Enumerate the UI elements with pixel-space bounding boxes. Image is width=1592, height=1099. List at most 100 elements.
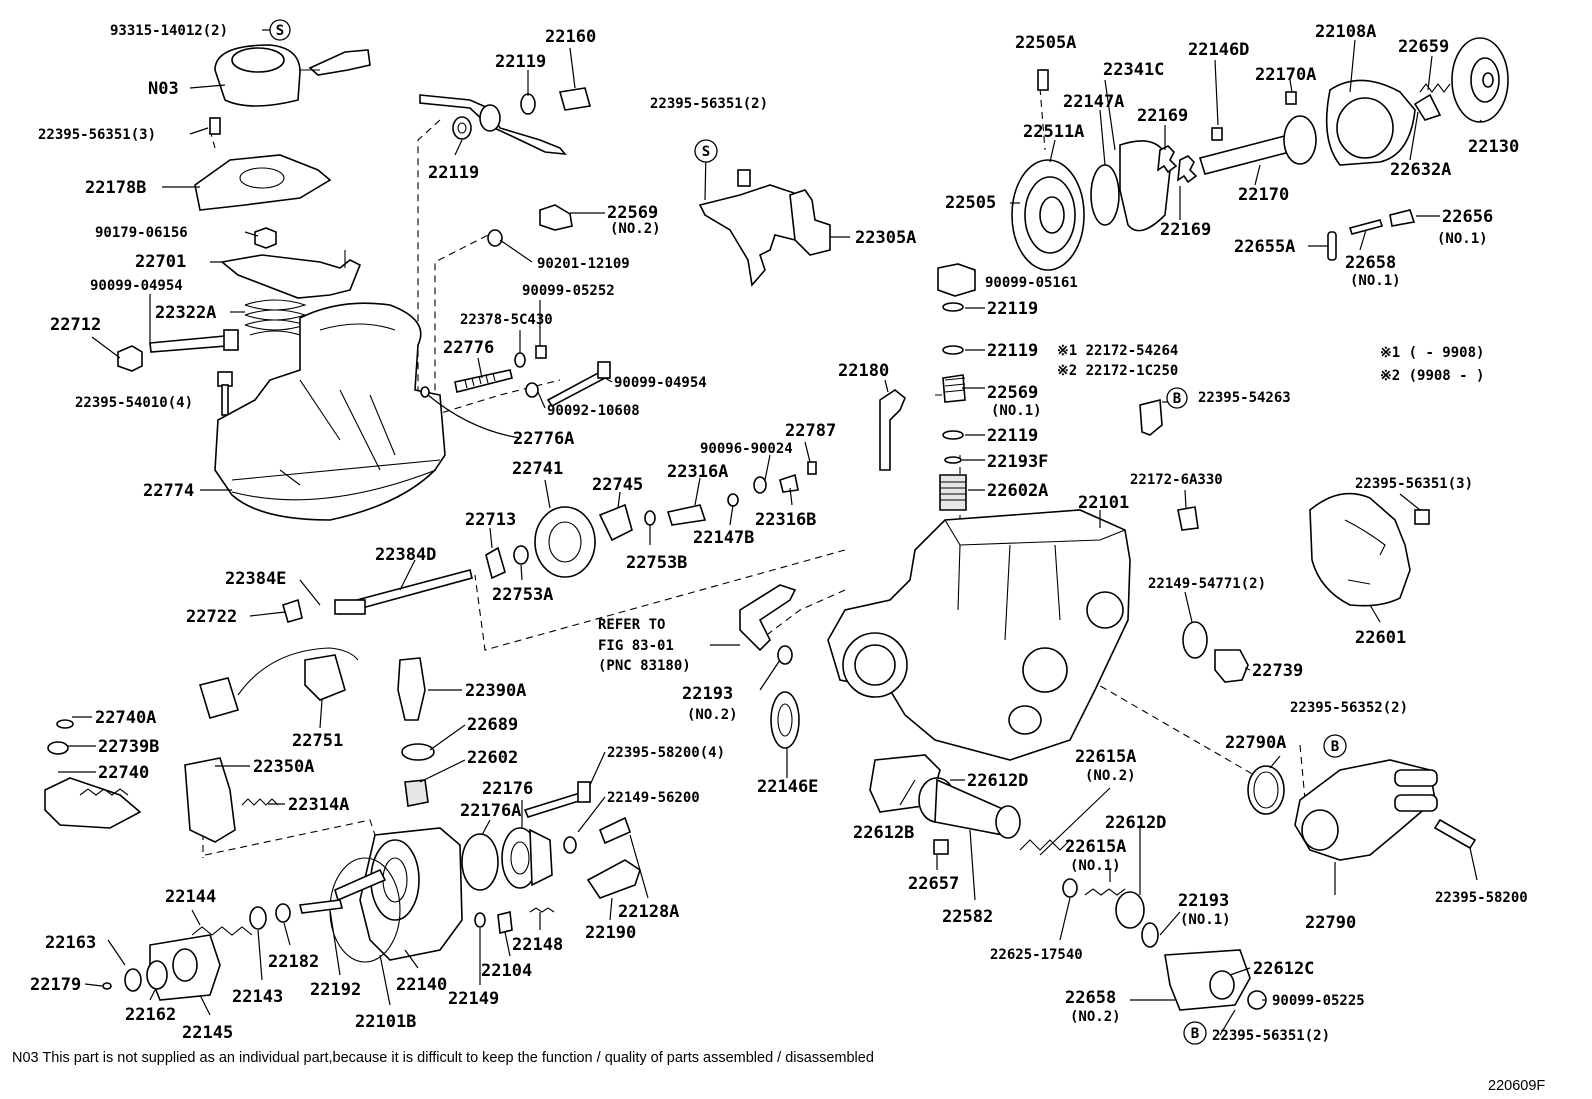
callout: 22101B — [355, 1012, 416, 1032]
callout: 22658 — [1345, 253, 1396, 273]
callout: 22146E — [757, 777, 818, 797]
svg-text:B: B — [1173, 391, 1181, 407]
callout: 22162 — [125, 1005, 176, 1025]
callout: 22776A — [513, 429, 574, 449]
callout: 22104 — [481, 961, 532, 981]
callout: 93315-14012(2) — [110, 23, 228, 39]
callout: 22689 — [467, 715, 518, 735]
callout: 22632A — [1390, 160, 1451, 180]
callout: 22505 — [945, 193, 996, 213]
callout: 22119 — [987, 341, 1038, 361]
callout: 22582 — [942, 907, 993, 927]
callout: 22341C — [1103, 60, 1164, 80]
callout: 22659 — [1398, 37, 1449, 57]
callout: 22172-6A330 — [1130, 472, 1223, 488]
callout: ※1 22172-54264 — [1057, 343, 1178, 359]
callout: 22790A — [1225, 733, 1286, 753]
callout: 22193 — [1178, 891, 1229, 911]
callout: 22378-5C430 — [460, 312, 553, 328]
callout: 22101 — [1078, 493, 1129, 513]
callout: (NO.1) — [991, 403, 1042, 419]
callout: 90099-04954 — [614, 375, 707, 391]
callout: N03 — [148, 79, 179, 99]
callout: 22170A — [1255, 65, 1316, 85]
callout: 22149 — [448, 989, 499, 1009]
callout: 22322A — [155, 303, 216, 323]
callout: 22179 — [30, 975, 81, 995]
callout: 22753A — [492, 585, 553, 605]
callout: 22144 — [165, 887, 216, 907]
callout: 22790 — [1305, 913, 1356, 933]
callout: 22395-58200 — [1435, 890, 1528, 906]
callout: 22305A — [855, 228, 916, 248]
figure-id: 220609F — [1488, 1078, 1545, 1094]
leader-lines — [58, 29, 1483, 1036]
callout: REFER TO — [598, 617, 665, 633]
marker-b-1: B — [1166, 387, 1188, 409]
callout: 22712 — [50, 315, 101, 335]
callout: ※2 (9908 - ) — [1380, 368, 1484, 384]
callout: ※2 22172-1C250 — [1057, 363, 1178, 379]
marker-b-3: B — [1183, 1021, 1207, 1045]
callout: 22395-56351(3) — [1355, 476, 1473, 492]
svg-text:B: B — [1191, 1026, 1199, 1042]
callout: 22178B — [85, 178, 146, 198]
callout: 22787 — [785, 421, 836, 441]
svg-text:S: S — [276, 23, 284, 39]
callout: 90092-10608 — [547, 403, 640, 419]
marker-s-1: S — [269, 19, 291, 41]
callout: 22316A — [667, 462, 728, 482]
callout: (NO.1) — [1350, 273, 1401, 289]
callout: 22180 — [838, 361, 889, 381]
callout: 22612D — [1105, 813, 1166, 833]
callout: 22612D — [967, 771, 1028, 791]
callout: 22774 — [143, 481, 194, 501]
callout: 22395-56351(2) — [1212, 1028, 1330, 1044]
callout: 22739 — [1252, 661, 1303, 681]
callout: 90099-05225 — [1272, 993, 1365, 1009]
callout: (NO.2) — [687, 707, 738, 723]
callout: 22657 — [908, 874, 959, 894]
callout: 22170 — [1238, 185, 1289, 205]
callout: (NO.2) — [610, 221, 661, 237]
callout: 22384E — [225, 569, 286, 589]
callout: 22130 — [1468, 137, 1519, 157]
callout: 22612B — [853, 823, 914, 843]
callout: 22569 — [987, 383, 1038, 403]
callout: 22395-58200(4) — [607, 745, 725, 761]
callout: 22145 — [182, 1023, 233, 1043]
callout: 22193F — [987, 452, 1048, 472]
callout: 22176A — [460, 801, 521, 821]
callout: 22169 — [1160, 220, 1211, 240]
svg-text:S: S — [702, 144, 710, 160]
callout: (NO.1) — [1070, 858, 1121, 874]
callout: 22713 — [465, 510, 516, 530]
callout: 22119 — [428, 163, 479, 183]
callout: 22601 — [1355, 628, 1406, 648]
callout: 22316B — [755, 510, 816, 530]
callout: 22753B — [626, 553, 687, 573]
callout: 22505A — [1015, 33, 1076, 53]
callout: 22615A — [1065, 837, 1126, 857]
callout: 22147A — [1063, 92, 1124, 112]
callout: 22701 — [135, 252, 186, 272]
callout: 90096-90024 — [700, 441, 793, 457]
callout: 22612C — [1253, 959, 1314, 979]
callout: 22395-56351(2) — [650, 96, 768, 112]
callout: 22741 — [512, 459, 563, 479]
footnote-text: N03 This part is not supplied as an indi… — [12, 1050, 874, 1066]
callout: 90179-06156 — [95, 225, 188, 241]
callout: 22108A — [1315, 22, 1376, 42]
callout: 22350A — [253, 757, 314, 777]
callout: 22182 — [268, 952, 319, 972]
callout: 22193 — [682, 684, 733, 704]
callout: 22395-56351(3) — [38, 127, 156, 143]
callout: (NO.1) — [1437, 231, 1488, 247]
callout: 90201-12109 — [537, 256, 630, 272]
callout: 90099-05161 — [985, 275, 1078, 291]
callout: 22722 — [186, 607, 237, 627]
callout: ※1 ( - 9908) — [1380, 345, 1484, 361]
callout: 22776 — [443, 338, 494, 358]
part-drawings — [44, 37, 1509, 1011]
callout: 22176 — [482, 779, 533, 799]
